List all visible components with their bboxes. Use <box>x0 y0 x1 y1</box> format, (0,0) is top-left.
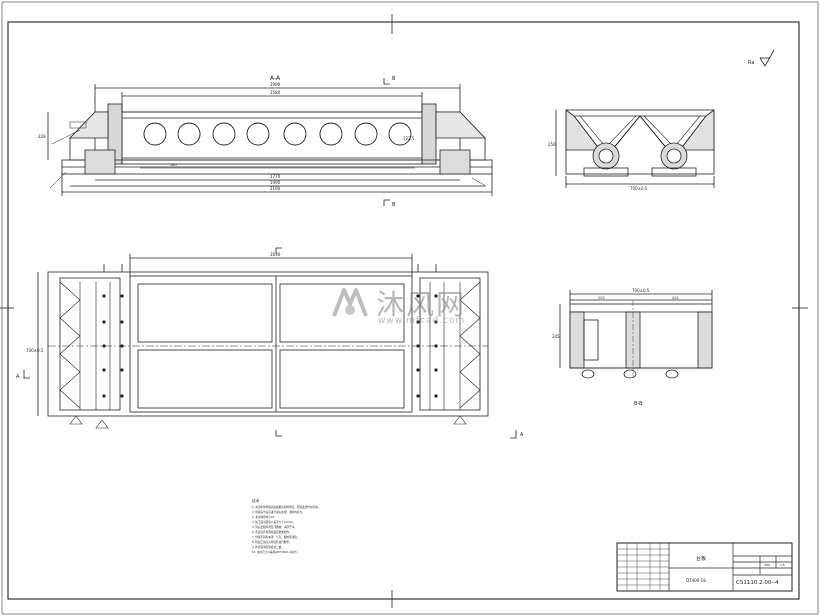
note-line: 2. 焊接完毕后应进行退火处理，消除内应力。 <box>252 510 305 514</box>
dim-top-overall: 1990 <box>270 82 281 87</box>
plan-bracing-right <box>429 281 481 410</box>
note-line: 1. 未注明的焊缝高度按相应材料厚度，焊缝连续均匀饱满。 <box>252 505 320 509</box>
center-marks <box>0 14 808 608</box>
watermark: 沐风网 <box>330 283 466 323</box>
plan-bracing-left <box>59 281 111 410</box>
notes-heading: 技术 <box>252 498 260 503</box>
section-aa-label: A-A <box>270 75 281 82</box>
dim-bottom-1: 1770 <box>270 174 281 179</box>
svg-text:A: A <box>520 432 524 438</box>
side-view: 700±0.5 250 <box>548 109 715 191</box>
watermark-logo-icon <box>332 288 368 317</box>
note-line: 7. 焊缝不得有夹渣、气孔、裂纹等缺陷。 <box>252 535 299 539</box>
dim-bottom-2: 1990 <box>270 180 281 185</box>
note-line: 5. 焊后去除焊渣及飞溅物，清理干净。 <box>252 525 297 529</box>
weight-value: 309 <box>764 563 770 567</box>
dim-height-right: 122.5 <box>403 136 415 141</box>
title-block: 台板 QT400-18 309 1:5 CS1110.2.00--4 <box>616 542 793 592</box>
technical-notes: 技术 1. 未注明的焊缝高度按相应材料厚度，焊缝连续均匀饱满。 2. 焊接完毕后… <box>252 498 320 554</box>
dim-side-width: 700±0.5 <box>630 186 648 191</box>
dim-bb-width: 700±0.5 <box>632 288 650 293</box>
note-line: 10. 未注尺寸公差按GB/T1804-m执行。 <box>252 550 299 554</box>
svg-text:B: B <box>392 76 396 82</box>
dim-spacing: 180 <box>170 163 177 167</box>
note-line: 4. 加工面平面度公差不大于0.2mm。 <box>252 520 296 524</box>
svg-text:B: B <box>392 202 396 208</box>
cut-b-top: B <box>383 76 396 85</box>
dim-plan-width: 700±0.5 <box>26 348 44 353</box>
dim-height-left: 228 <box>38 134 46 139</box>
dim-top-inner: 1580 <box>270 90 281 95</box>
dim-bb-left: 202 <box>598 296 605 300</box>
scale-value: 1:5 <box>780 563 785 567</box>
dim-side-height: 250 <box>548 142 556 147</box>
watermark-url: www.mfcad.com <box>378 316 466 326</box>
plan-view: 1630 700±0.5 A A <box>16 247 524 439</box>
material: QT400-18 <box>686 578 706 583</box>
title-block-grid <box>617 543 669 591</box>
section-aa-view: A-A 1990 1580 1770 1990 2160 <box>38 75 493 208</box>
note-line: 8. 机加工前应对焊接件进行检查。 <box>252 540 292 544</box>
dim-bb-right: 202 <box>672 296 679 300</box>
roughness-symbol: Ra <box>748 49 775 67</box>
part-name: 台板 <box>696 555 706 562</box>
cut-a-right: A <box>510 430 524 439</box>
svg-text:A: A <box>16 374 20 380</box>
dim-plan-length: 1630 <box>270 252 281 257</box>
dim-bb-height: 245 <box>552 334 560 339</box>
section-bb-view: 700±0.5 202 202 245 B-B <box>552 288 713 407</box>
cut-a-left: A <box>16 370 30 380</box>
cut-b-bottom: B <box>383 199 396 208</box>
note-line: 3. 未注倒角均为C2。 <box>252 515 277 519</box>
watermark-text: 沐风网 <box>376 288 467 321</box>
lightening-holes <box>143 122 412 146</box>
dim-bottom-3: 2160 <box>270 186 281 191</box>
section-bb-label: B-B <box>634 401 643 407</box>
plan-bolt-holes <box>102 294 438 398</box>
note-line: 6. 各连接孔位置按装配要求配作。 <box>252 530 292 534</box>
inner-frame <box>7 21 800 600</box>
note-line: 9. 外表面涂防锈底漆二遍。 <box>252 545 284 549</box>
roughness-label: Ra <box>748 60 754 66</box>
drawing-number: CS1110.2.00--4 <box>736 580 779 586</box>
